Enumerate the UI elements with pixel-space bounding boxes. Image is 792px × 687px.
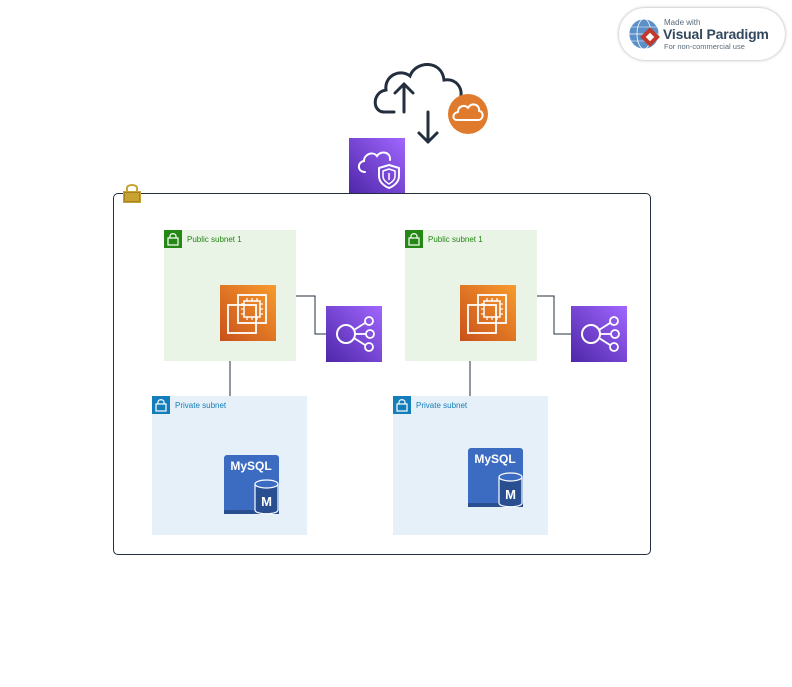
lock-icon [123,184,141,203]
public-subnet-label: Public subnet 1 [187,235,242,244]
ec2-instance-icon [460,285,516,341]
visual-paradigm-watermark: Made with Visual Paradigm For non-commer… [619,8,785,60]
private-subnet-label: Private subnet [175,401,227,410]
rds-mysql-shape [224,455,279,515]
vpc-shield-icon [349,138,405,194]
vpc-container [113,193,651,555]
private-subnet-lock-icon [393,396,411,414]
watermark-made-with: Made with [664,18,701,27]
mysql-badge: M [261,494,272,509]
internet-cloud-icon [373,63,463,144]
mysql-label: MySQL [474,452,516,466]
public-subnet-lock-icon [164,230,182,248]
elastic-load-balancer-icon [326,306,382,362]
public-subnet-label: Public subnet 1 [428,235,483,244]
watermark-brand: Visual Paradigm [663,26,769,42]
mysql-badge: M [505,487,516,502]
ec2-instance-icon [220,285,276,341]
rds-mysql-shape [468,448,523,508]
globe-logo-icon [628,18,660,50]
public-subnet-lock-icon [405,230,423,248]
rds-mysql-icon: MySQL M [467,447,525,509]
mysql-label: MySQL [230,459,272,473]
rds-mysql-icon: MySQL M [223,454,281,516]
private-subnet-label: Private subnet [416,401,468,410]
internet-gateway-icon [448,94,488,134]
watermark-note: For non-commercial use [664,42,745,51]
private-subnet-lock-icon [152,396,170,414]
elastic-load-balancer-icon [571,306,627,362]
